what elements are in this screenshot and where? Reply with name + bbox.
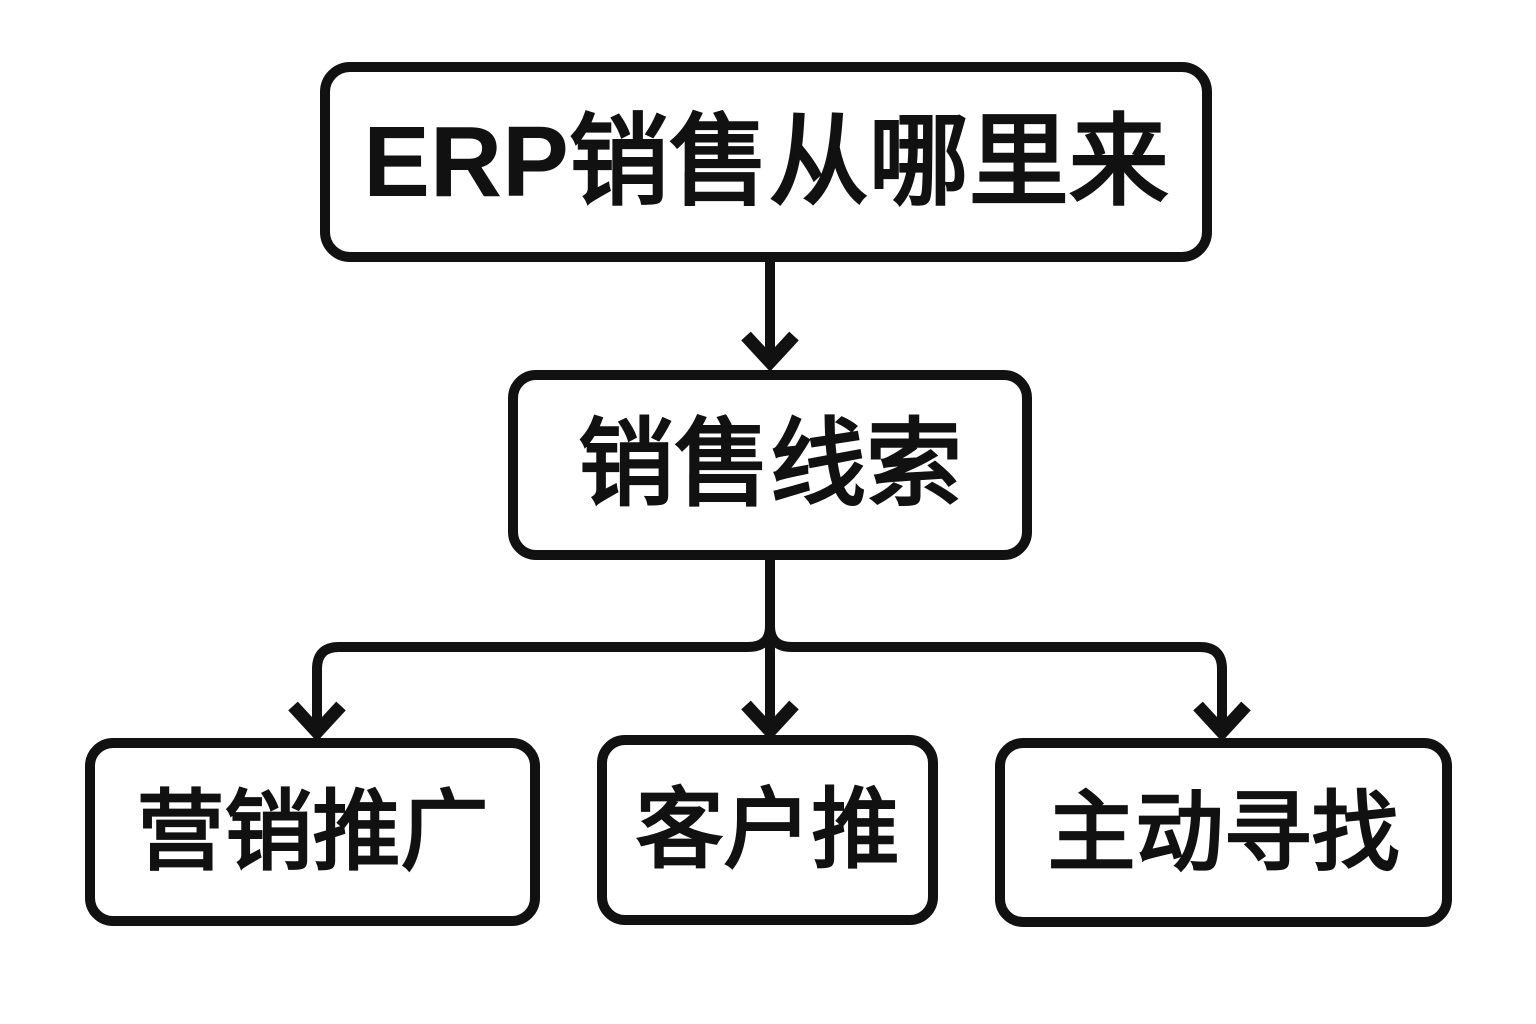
node-marketing-promotion-label: 营销推广 bbox=[136, 782, 489, 881]
node-customer-referral: 客户推 bbox=[597, 735, 938, 925]
node-active-search-label: 主动寻找 bbox=[1047, 782, 1400, 882]
node-sales-leads: 销售线索 bbox=[508, 370, 1032, 560]
edge-leads-referral-arrowhead-icon bbox=[741, 700, 799, 741]
edge-leads-marketing-arrowhead-icon bbox=[288, 701, 346, 742]
node-sales-leads-label: 销售线索 bbox=[578, 411, 962, 518]
node-erp-sales-source-label: ERP销售从哪里来 bbox=[363, 106, 1169, 218]
node-erp-sales-source: ERP销售从哪里来 bbox=[320, 62, 1212, 262]
edge-leads-outbound-arrowhead-icon bbox=[1193, 701, 1251, 742]
node-active-search: 主动寻找 bbox=[995, 738, 1452, 927]
node-customer-referral-label: 客户推 bbox=[635, 780, 900, 879]
edge-leads-marketing-line bbox=[312, 625, 775, 724]
node-marketing-promotion: 营销推广 bbox=[85, 738, 540, 926]
edge-root-leads-arrowhead-icon bbox=[741, 331, 799, 372]
edge-leads-outbound-line bbox=[765, 625, 1227, 724]
